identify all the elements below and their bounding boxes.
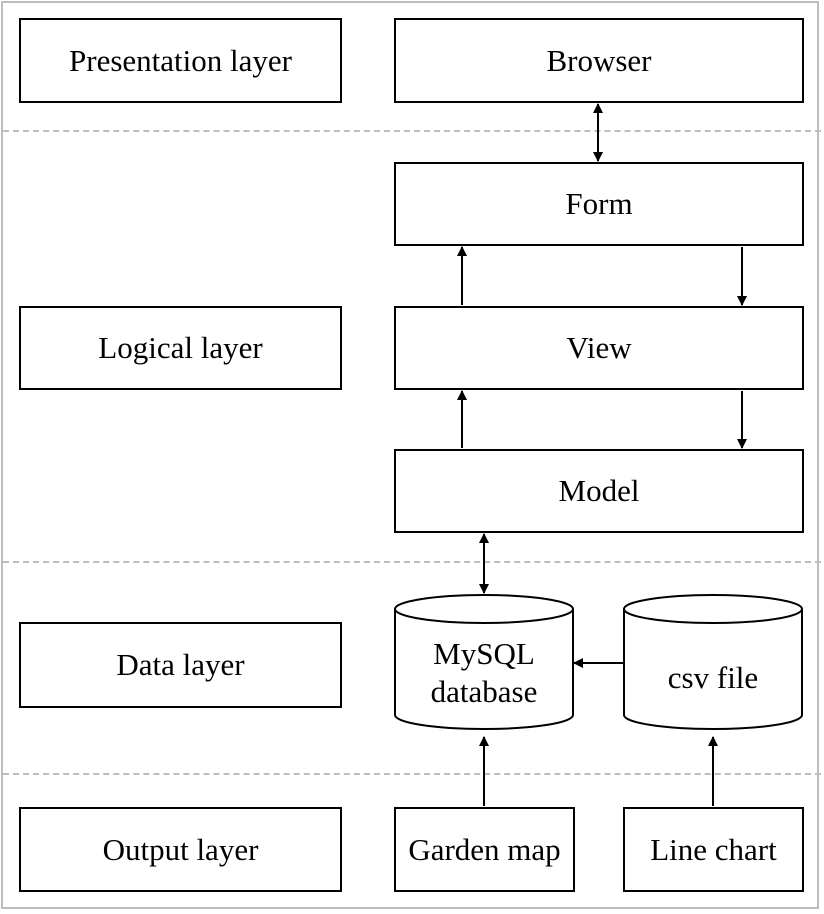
garden-map-label: Garden map	[408, 831, 561, 867]
csv-file-cylinder	[623, 594, 803, 730]
separator-presentation-logical	[3, 130, 821, 132]
mysql-database-label: MySQL database	[395, 628, 573, 718]
logical-layer-box: Logical layer	[19, 306, 342, 390]
output-layer-box: Output layer	[19, 807, 342, 892]
model-box: Model	[394, 449, 804, 533]
mysql-label-line2: database	[430, 674, 538, 709]
line-chart-label: Line chart	[650, 831, 777, 867]
mysql-database-cylinder	[394, 594, 574, 730]
logical-layer-label: Logical layer	[98, 330, 263, 365]
separator-logical-data	[3, 561, 821, 563]
browser-box: Browser	[394, 18, 804, 103]
form-box: Form	[394, 162, 804, 246]
form-label: Form	[565, 186, 633, 221]
view-label: View	[566, 330, 632, 365]
presentation-layer-box: Presentation layer	[19, 18, 342, 103]
output-layer-label: Output layer	[102, 831, 259, 867]
csv-file-text: csv file	[667, 660, 759, 695]
mysql-label-line1: MySQL	[433, 636, 535, 671]
line-chart-box: Line chart	[623, 807, 804, 892]
data-layer-label: Data layer	[116, 647, 245, 682]
separator-data-output	[3, 773, 821, 775]
browser-label: Browser	[546, 42, 652, 78]
csv-file-label: csv file	[624, 628, 802, 728]
data-layer-box: Data layer	[19, 622, 342, 708]
garden-map-box: Garden map	[394, 807, 575, 892]
model-label: Model	[558, 473, 640, 508]
view-box: View	[394, 306, 804, 390]
presentation-layer-label: Presentation layer	[69, 42, 292, 78]
